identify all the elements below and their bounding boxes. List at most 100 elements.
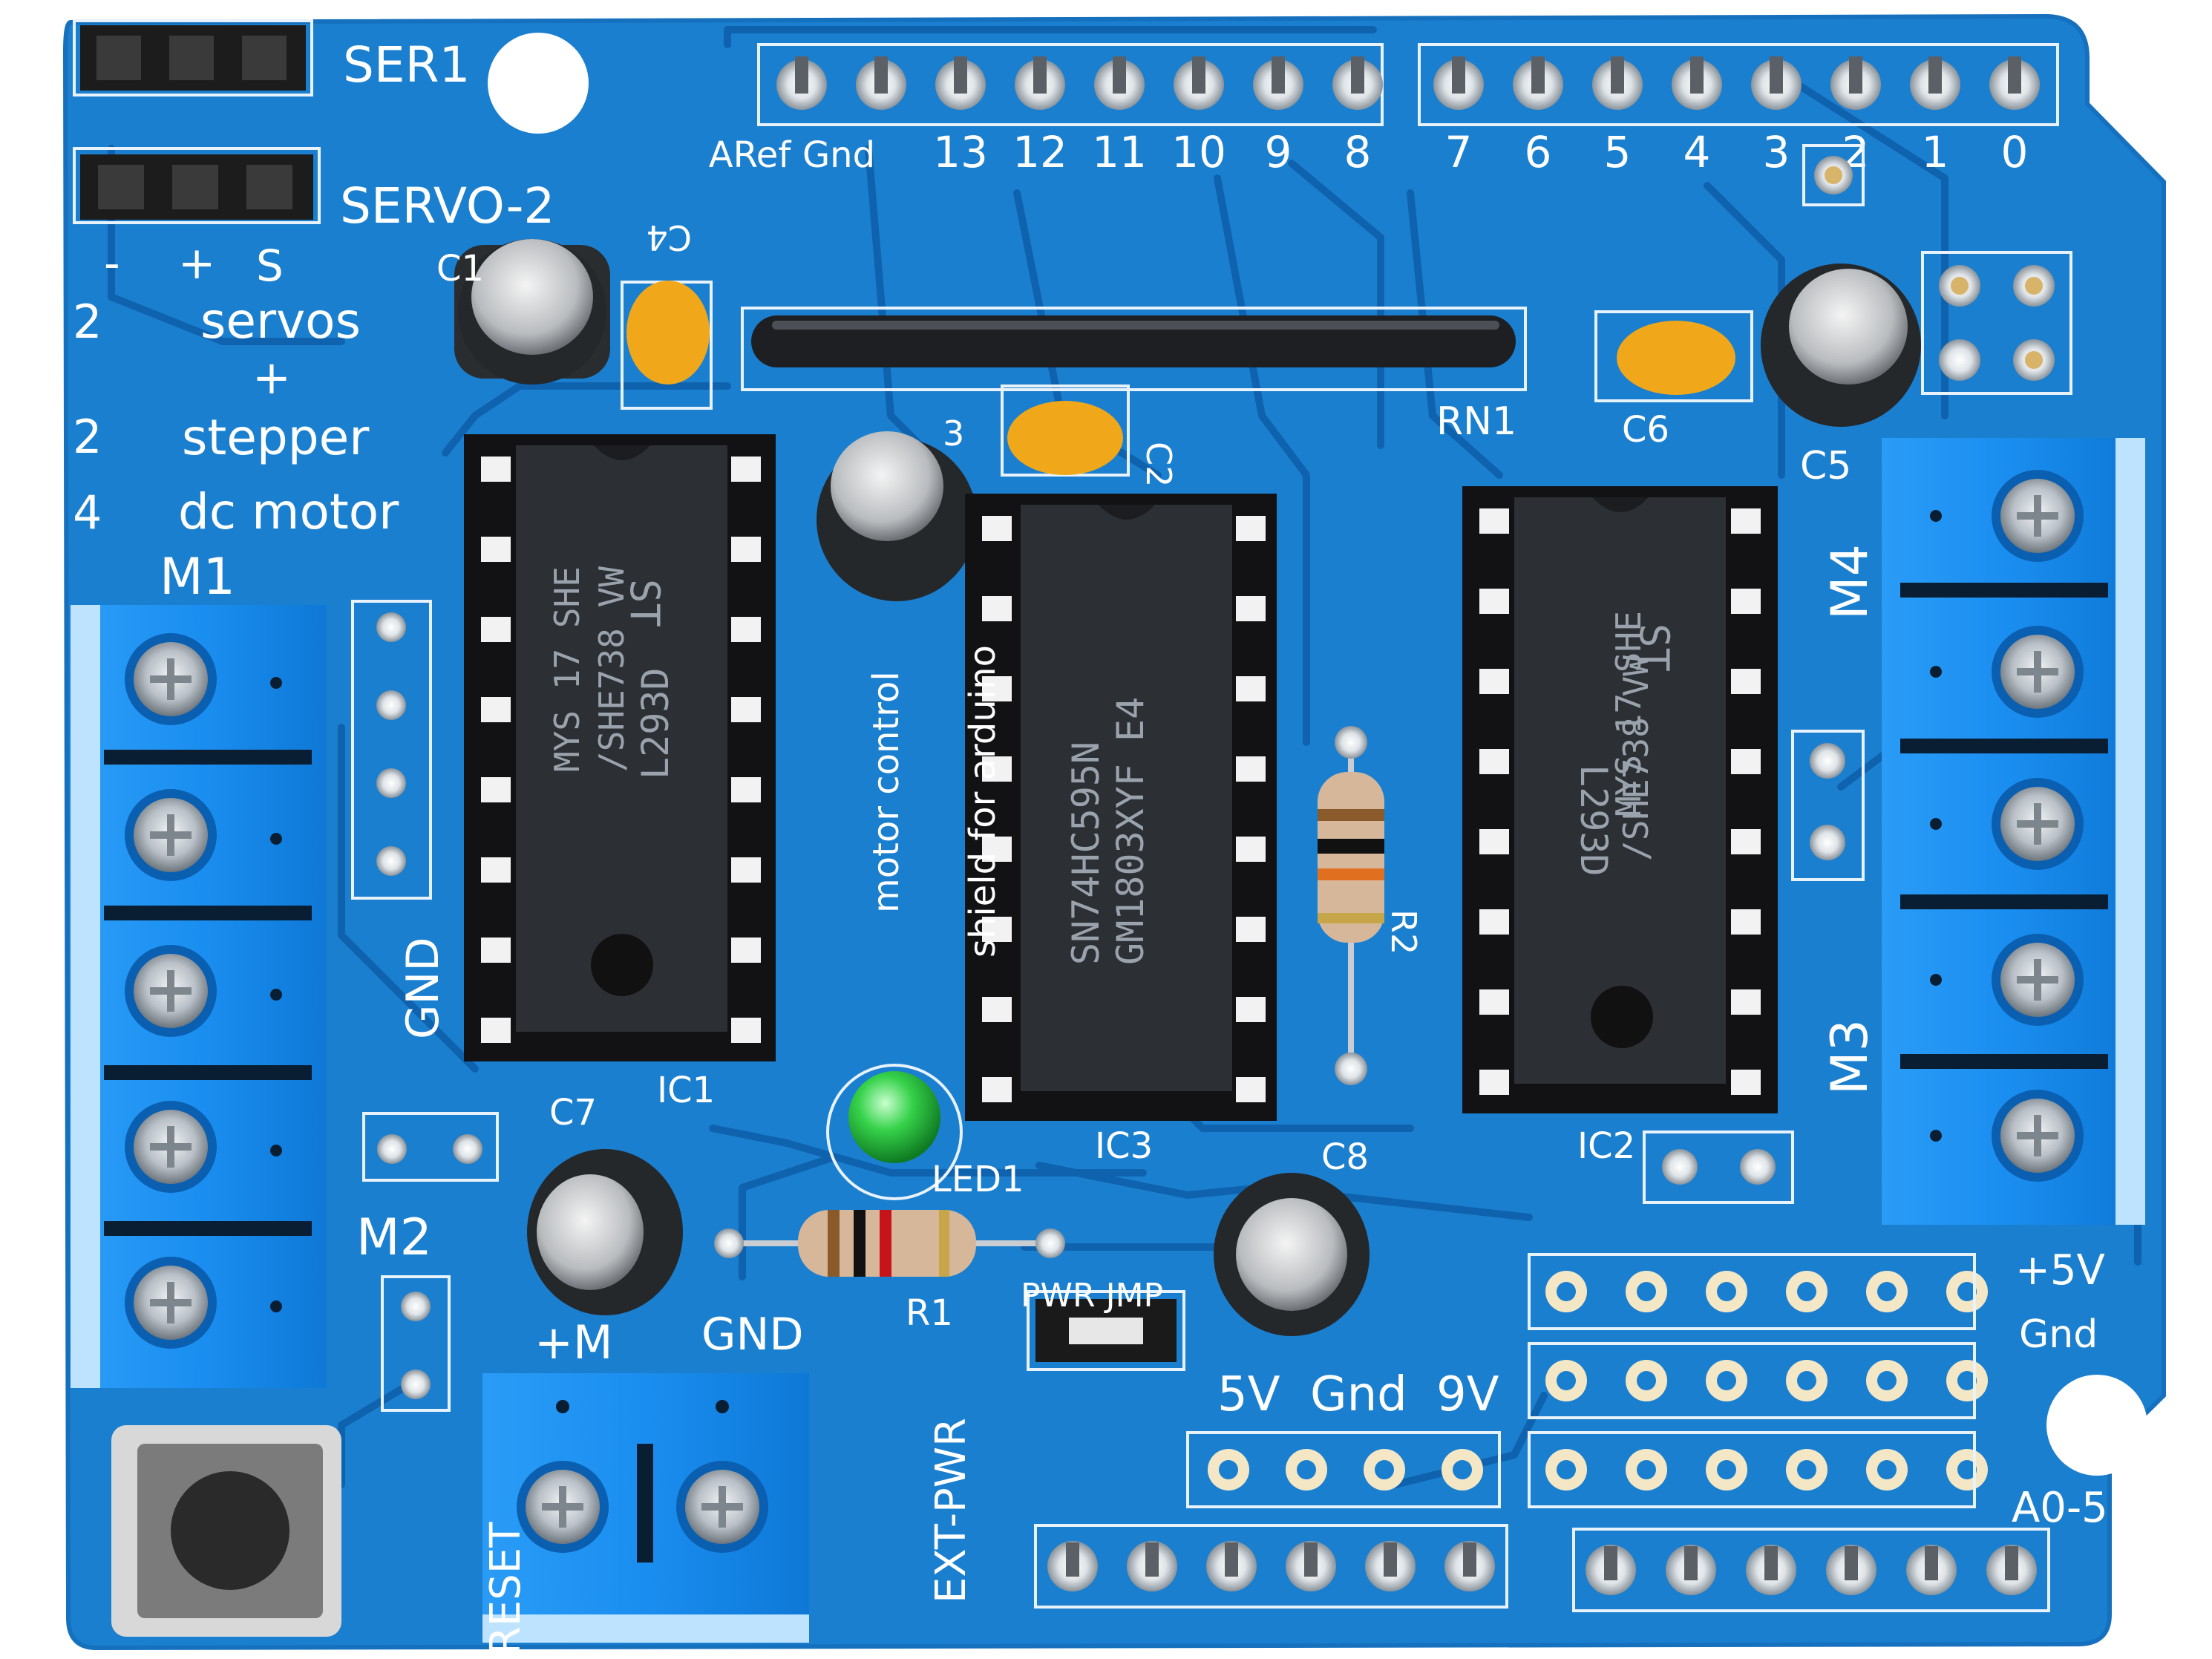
digital-right-pin-post bbox=[1452, 56, 1465, 94]
power-screw-gnd-slot bbox=[719, 1486, 726, 1528]
ic2-pin bbox=[1731, 829, 1761, 854]
feature-text-servos: servos bbox=[200, 292, 361, 350]
ic2-pin bbox=[1479, 829, 1509, 854]
digital-left-pin-post bbox=[874, 56, 888, 94]
ic1-pin bbox=[481, 537, 511, 562]
feature-num-dc: 4 bbox=[73, 485, 102, 540]
ic3-pin bbox=[982, 917, 1012, 942]
power-pin-post bbox=[1384, 1542, 1397, 1577]
digital-right-pin-post bbox=[1690, 56, 1704, 94]
analog-pin-post bbox=[1684, 1546, 1698, 1580]
servo1-header[interactable] bbox=[73, 19, 313, 96]
feature-num-servos: 2 bbox=[73, 295, 102, 349]
header-pad-hole bbox=[1877, 1282, 1897, 1301]
ic3-pin bbox=[1236, 596, 1266, 621]
digital-left-pin-post bbox=[1351, 56, 1364, 94]
ic2-pin bbox=[1731, 508, 1761, 534]
ic1-pin bbox=[481, 857, 511, 883]
power-pin-post bbox=[1225, 1542, 1238, 1577]
capacitor-c1 bbox=[454, 239, 610, 385]
c3-label: 3 bbox=[943, 413, 964, 454]
servo2-header[interactable] bbox=[73, 147, 321, 224]
pin-s-label: S bbox=[256, 240, 284, 291]
ic2-pin bbox=[1731, 909, 1761, 935]
terminal-screw-slot bbox=[2034, 959, 2041, 1001]
ic3-pin bbox=[982, 1077, 1012, 1102]
ic1-pin bbox=[731, 1018, 761, 1043]
terminal-hole bbox=[1930, 818, 1942, 830]
terminal-hole bbox=[556, 1400, 569, 1413]
terminal-screw-slot bbox=[167, 658, 174, 700]
power-pin-post bbox=[1145, 1542, 1159, 1577]
shield-for-arduino-text: shield for arduino bbox=[962, 645, 1004, 958]
header-pad-hole bbox=[1717, 1460, 1736, 1479]
ic2-pin bbox=[1479, 749, 1509, 774]
power-pin-post bbox=[1066, 1542, 1079, 1577]
ic2-pin bbox=[1479, 1070, 1509, 1095]
power-pin-post bbox=[1463, 1542, 1476, 1577]
ic2-label: IC2 bbox=[1577, 1125, 1635, 1167]
ic3-line1: GM1803XYF E4 bbox=[1109, 697, 1152, 965]
digital-left-pin-label: 9 bbox=[1265, 127, 1292, 177]
digital-right-pin-label: 5 bbox=[1604, 127, 1632, 177]
ic1-pin bbox=[481, 938, 511, 963]
ser1-label: SER1 bbox=[343, 36, 470, 94]
digital-left-pin-post bbox=[954, 56, 967, 94]
digital-left-pin-post bbox=[795, 56, 808, 94]
digital-right-pin-post bbox=[1611, 56, 1624, 94]
servo2-label: SERVO-2 bbox=[340, 177, 554, 235]
terminal-screw-slot bbox=[167, 970, 174, 1012]
ic3-pin bbox=[1236, 837, 1266, 862]
digital-left-pin-post bbox=[1272, 56, 1285, 94]
digital-right-pin-label: 1 bbox=[1922, 127, 1949, 177]
c6-label: C6 bbox=[1622, 409, 1669, 451]
motor-control-text: motor control bbox=[866, 671, 907, 913]
plus5v-label: +5V bbox=[2015, 1246, 2105, 1295]
feature-text-stepper: stepper bbox=[182, 409, 370, 466]
ic1-pin bbox=[731, 457, 761, 482]
header-pad-hole bbox=[1717, 1371, 1736, 1390]
reset-button[interactable] bbox=[111, 1425, 341, 1637]
ic1-line1: L293D bbox=[634, 667, 677, 779]
m4-label: M4 bbox=[1821, 544, 1879, 620]
m3-label: M3 bbox=[1821, 1019, 1879, 1095]
ic2-pin bbox=[1479, 508, 1509, 534]
ic3-pin bbox=[1236, 516, 1266, 541]
analog-pin-post bbox=[1764, 1546, 1778, 1580]
digital-right-pin-label: 3 bbox=[1763, 127, 1790, 177]
power-header-pad-hole bbox=[1297, 1460, 1316, 1479]
ic1-pin bbox=[731, 537, 761, 562]
pwr-jumper[interactable] bbox=[1027, 1290, 1185, 1371]
ic3-pin bbox=[1236, 917, 1266, 942]
header-9v-label: 9V bbox=[1436, 1367, 1499, 1422]
capacitor-c8 bbox=[1214, 1173, 1370, 1336]
ic3-pin bbox=[1236, 1077, 1266, 1102]
reset-label: RESET bbox=[482, 1522, 530, 1655]
terminal-block-m3-m4[interactable] bbox=[1882, 438, 2145, 1225]
ic1-pin bbox=[481, 1018, 511, 1043]
digital-right-pin-post bbox=[2008, 56, 2021, 94]
digital-left-pin-label: 13 bbox=[933, 127, 988, 177]
ic3-line2: SN74HC595N bbox=[1064, 742, 1107, 965]
analog-pin-post bbox=[2005, 1546, 2018, 1580]
terminal-block-m1-m2[interactable] bbox=[71, 605, 327, 1388]
led1 bbox=[826, 1064, 963, 1200]
capacitor-c6 bbox=[1594, 310, 1753, 402]
power-pin-post bbox=[1304, 1542, 1318, 1577]
digital-right-pin-post bbox=[1770, 56, 1783, 94]
ic1-pin bbox=[481, 777, 511, 802]
ic2-pin bbox=[1731, 749, 1761, 774]
a0-5-label: A0-5 bbox=[2012, 1484, 2108, 1532]
test-pad-hole bbox=[1825, 166, 1842, 184]
power-header-pad-hole bbox=[1219, 1460, 1238, 1479]
ext-pwr-label: EXT-PWR bbox=[927, 1418, 975, 1603]
mounting-hole bbox=[488, 33, 589, 134]
pin-plus-label: + bbox=[178, 238, 215, 289]
digital-header-right[interactable] bbox=[1418, 43, 2059, 126]
digital-left-pin-label: Gnd bbox=[802, 134, 875, 176]
m1-label: M1 bbox=[160, 548, 235, 606]
ic2-pin bbox=[1479, 989, 1509, 1015]
digital-right-pin-label: 7 bbox=[1445, 127, 1473, 177]
ic2-pin bbox=[1731, 589, 1761, 614]
